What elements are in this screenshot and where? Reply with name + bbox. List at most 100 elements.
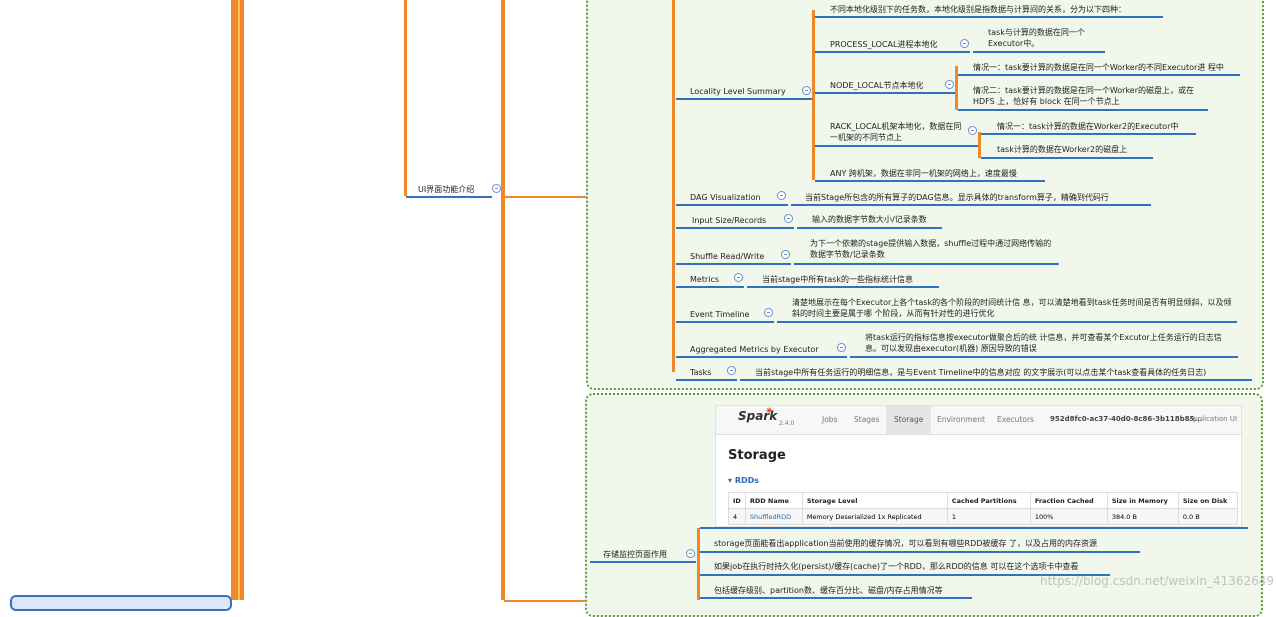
- storage-item-2: 如果job在执行时持久化(persist)/缓存(cache)了一个RDD，那么…: [714, 562, 1079, 571]
- shuffle-underline: [676, 263, 791, 265]
- node-local-branch: [955, 66, 958, 110]
- col-storage-level[interactable]: Storage Level: [801, 492, 948, 509]
- collapse-icon[interactable]: [781, 250, 790, 259]
- input-size-desc: 输入的数据字节数大小/记录条数: [812, 215, 927, 224]
- process-local-label[interactable]: PROCESS_LOCAL进程本地化: [830, 40, 938, 49]
- locality-children-branch: [812, 10, 815, 180]
- col-rdd-name[interactable]: RDD Name: [744, 492, 803, 509]
- aggregated-underline: [676, 356, 847, 358]
- stage-detail-box: [586, 0, 1264, 390]
- cell-size-on-disk: 0.0 B: [1177, 508, 1238, 525]
- aggregated-metrics-label[interactable]: Aggregated Metrics by Executor: [690, 345, 819, 354]
- input-desc-underline: [797, 227, 942, 229]
- table-header-row: ID RDD Name Storage Level Cached Partiti…: [728, 492, 1238, 509]
- storage-node-label[interactable]: 存储监控页面作用: [603, 550, 667, 559]
- aggregated-metrics-desc: 将task运行的指标信息按executor做聚合后的统 计信息，并可查看某个Ex…: [865, 333, 1222, 353]
- collapse-icon[interactable]: [764, 308, 773, 317]
- ui-node-underline: [406, 196, 492, 198]
- rack-local-underline: [815, 145, 978, 147]
- left-orange-trunk: [231, 0, 244, 600]
- metrics-desc: 当前stage中所有task的一些指标统计信息: [762, 275, 914, 284]
- chevron-down-icon: ▾: [728, 476, 735, 485]
- storage-node-underline: [590, 561, 696, 563]
- tasks-desc-underline: [740, 379, 1252, 381]
- tab-storage[interactable]: Storage: [886, 406, 932, 434]
- collapse-icon[interactable]: [960, 39, 969, 48]
- node-local-case2: 情况二：task要计算的数据是在同一个Worker的磁盘上，或在 HDFS 上，…: [973, 86, 1195, 106]
- metrics-desc-underline: [747, 286, 939, 288]
- ui-node-label[interactable]: UI界面功能介绍: [418, 185, 475, 194]
- tab-jobs[interactable]: Jobs: [822, 415, 838, 424]
- collapse-icon[interactable]: [802, 86, 811, 95]
- locality-label[interactable]: Locality Level Summary: [690, 87, 786, 96]
- node-local-underline: [815, 92, 955, 94]
- col-cached-partitions[interactable]: Cached Partitions: [946, 492, 1031, 509]
- event-timeline-desc: 清楚地展示在每个Executor上各个task的各个阶段的时间统计信 息，可以清…: [792, 298, 1232, 318]
- rack-local-label[interactable]: RACK_LOCAL机架本地化，数据在同一机架的不同节点上: [830, 122, 962, 142]
- node-case1-underline: [958, 74, 1240, 76]
- bottom-left-node[interactable]: [10, 595, 232, 611]
- col-size-on-disk[interactable]: Size on Disk: [1177, 492, 1238, 509]
- rdds-section-label: RDDs: [734, 476, 760, 485]
- dag-visualization-label[interactable]: DAG Visualization: [690, 193, 761, 202]
- app-id: 952d8fc0-ac37-40d0-8c86-3b118b85...: [1050, 415, 1203, 423]
- event-desc-underline: [777, 321, 1237, 323]
- collapse-icon[interactable]: [492, 184, 501, 193]
- storage-children-branch: [697, 528, 700, 600]
- tasks-label[interactable]: Tasks: [690, 368, 712, 377]
- storage-item-3: 包括缓存级别、partition数、缓存百分比、磁盘/内存占用情况等: [714, 586, 943, 595]
- storage-item-1: storage页面能看出application当前使用的缓存情况，可以看到有哪些…: [714, 539, 1097, 548]
- collapse-icon[interactable]: [727, 366, 736, 375]
- collapse-icon[interactable]: [734, 273, 743, 282]
- input-size-label[interactable]: Input Size/Records: [692, 216, 767, 225]
- dag-underline: [676, 204, 788, 206]
- collapse-icon[interactable]: [968, 126, 977, 135]
- node-local-case1: 情况一：task要计算的数据是在同一个Worker的不同Executor进 程中: [973, 63, 1224, 72]
- cell-size-in-memory: 384.0 B: [1106, 508, 1179, 525]
- spark-version: 2.4.0: [779, 420, 795, 427]
- aggregated-desc-underline: [850, 356, 1238, 358]
- tab-environment[interactable]: Environment: [937, 415, 985, 424]
- rdds-section-toggle[interactable]: ▾ RDDs: [728, 476, 759, 485]
- node-local-label[interactable]: NODE_LOCAL节点本地化: [830, 81, 924, 90]
- rack-local-case2: task计算的数据在Worker2的磁盘上: [997, 145, 1128, 154]
- collapse-icon[interactable]: [777, 191, 786, 200]
- locality-intro: 不同本地化级别下的任务数，本地化级别是指数据与计算间的关系，分为以下四种：: [830, 5, 1126, 14]
- metrics-label[interactable]: Metrics: [690, 275, 720, 284]
- rack-local-branch: [978, 132, 981, 158]
- collapse-icon[interactable]: [784, 214, 793, 223]
- collapse-icon[interactable]: [686, 549, 695, 558]
- collapse-icon[interactable]: [945, 80, 954, 89]
- shuffle-label[interactable]: Shuffle Read/Write: [690, 252, 765, 261]
- cell-id: 4: [728, 508, 746, 525]
- event-underline: [676, 321, 774, 323]
- cell-rdd-name-link[interactable]: ShuffledRDD: [744, 508, 803, 525]
- dag-visualization-desc: 当前Stage所包含的所有算子的DAG信息。显示具体的transform算子，精…: [805, 193, 1109, 202]
- tasks-desc: 当前stage中所有任务运行的明细信息，是与Event Timeline中的信息…: [755, 368, 1207, 377]
- tab-executors[interactable]: Executors: [997, 415, 1034, 424]
- locality-underline: [676, 98, 812, 100]
- tab-stages[interactable]: Stages: [854, 415, 880, 424]
- col-size-in-memory[interactable]: Size in Memory: [1106, 492, 1179, 509]
- col-fraction-cached[interactable]: Fraction Cached: [1029, 492, 1108, 509]
- any-label: ANY 跨机架，数据在非同一机架的网络上，速度最慢: [830, 169, 1017, 178]
- col-id[interactable]: ID: [728, 492, 746, 509]
- storage-item-2-underline: [700, 574, 1110, 576]
- spark-navbar: Spark ✷ 2.4.0 Jobs Stages Storage Enviro…: [716, 406, 1241, 435]
- storage-connector: [504, 600, 586, 602]
- process-local-desc: task与计算的数据在同一个Executor中。: [988, 28, 1085, 48]
- app-ui-suffix: application UI: [1189, 415, 1238, 423]
- ui-node-connector: [504, 196, 586, 198]
- collapse-icon[interactable]: [837, 343, 846, 352]
- rdd-table: ID RDD Name Storage Level Cached Partiti…: [728, 492, 1238, 525]
- tasks-underline: [676, 379, 737, 381]
- left-yellow-stripe: [238, 0, 240, 600]
- page-title: Storage: [728, 448, 786, 463]
- spark-logo-star-icon: ✷: [765, 406, 774, 417]
- mid-vertical-branch: [404, 0, 407, 196]
- input-underline: [676, 227, 794, 229]
- event-timeline-label[interactable]: Event Timeline: [690, 310, 750, 319]
- stage-items-branch: [672, 0, 675, 372]
- shuffle-desc: 为下一个依赖的stage提供输入数据，shuffle过程中通过网络传输的数据字节…: [810, 239, 1052, 259]
- intro-underline: [815, 16, 1163, 18]
